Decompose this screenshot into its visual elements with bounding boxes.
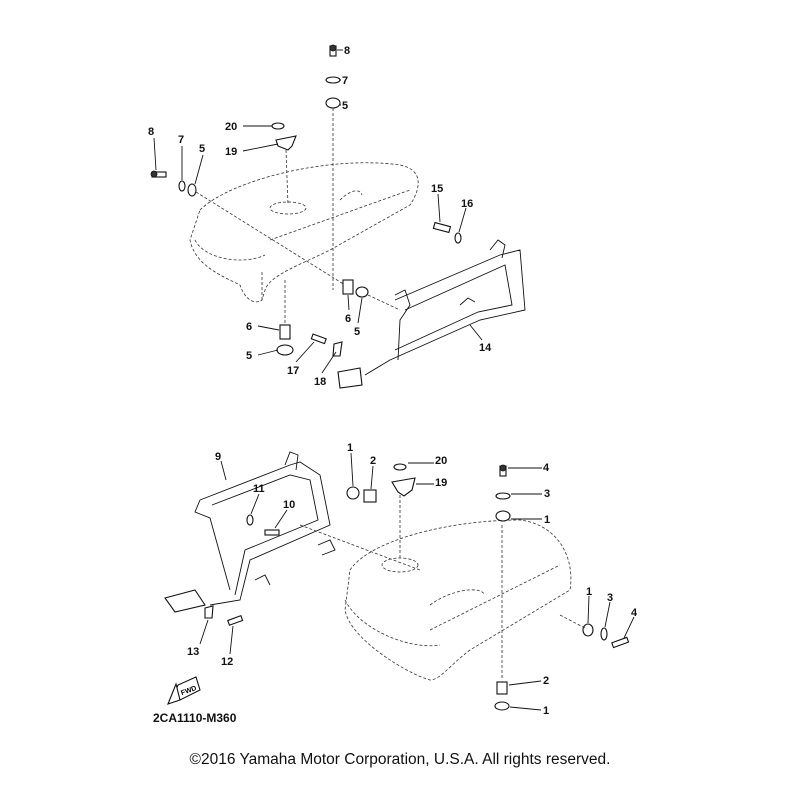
upper-hardware	[150, 44, 462, 357]
callouts-lower: 9 1 2 20 19 4 3 1 11 10 1 3 4 2 1 13 12	[187, 442, 638, 717]
callout: 4	[631, 607, 638, 619]
callout: 1	[544, 514, 550, 526]
callout: 8	[344, 45, 350, 57]
callout: 19	[435, 477, 447, 489]
callout: 4	[543, 462, 550, 474]
callout: 2	[370, 455, 376, 467]
upper-saddlebag	[189, 162, 419, 303]
upper-frame	[337, 239, 526, 389]
callout: 17	[287, 365, 299, 377]
callout: 16	[461, 198, 473, 210]
fwd-arrow-icon: FWD	[167, 676, 201, 705]
copyright-notice: ©2016 Yamaha Motor Corporation, U.S.A. A…	[189, 751, 611, 768]
callout: 5	[199, 143, 205, 155]
callout: 11	[253, 483, 265, 495]
callout: 1	[586, 586, 592, 598]
callout: 6	[345, 313, 351, 325]
callout: 20	[225, 121, 237, 133]
callout: 1	[347, 442, 353, 454]
callout: 3	[607, 592, 613, 604]
callout: 5	[342, 100, 348, 112]
callout: 14	[479, 342, 492, 354]
callout: 2	[543, 675, 549, 687]
lower-hardware	[204, 463, 630, 711]
callout: 5	[354, 326, 360, 338]
callout: 7	[342, 75, 348, 87]
callout: 9	[215, 451, 221, 463]
lower-saddlebag	[344, 495, 572, 681]
callouts-upper: 8 7 5 20 19 8 7 5 15 16 6 5 6 5 17 18 14	[148, 45, 492, 388]
callout: 3	[544, 488, 550, 500]
callout: 7	[178, 134, 184, 146]
callout: 6	[246, 321, 252, 333]
callout: 20	[435, 455, 447, 467]
callout: 10	[283, 499, 295, 511]
callout: 13	[187, 646, 199, 658]
callout: 1	[543, 705, 549, 717]
callout: 15	[431, 183, 443, 195]
lower-frame	[164, 451, 421, 613]
callout: 5	[246, 350, 252, 362]
callout: 19	[225, 146, 237, 158]
drawing-code: 2CA1110-M360	[153, 711, 237, 725]
callout: 18	[314, 376, 326, 388]
callout: 12	[221, 656, 233, 668]
callout: 8	[148, 126, 154, 138]
